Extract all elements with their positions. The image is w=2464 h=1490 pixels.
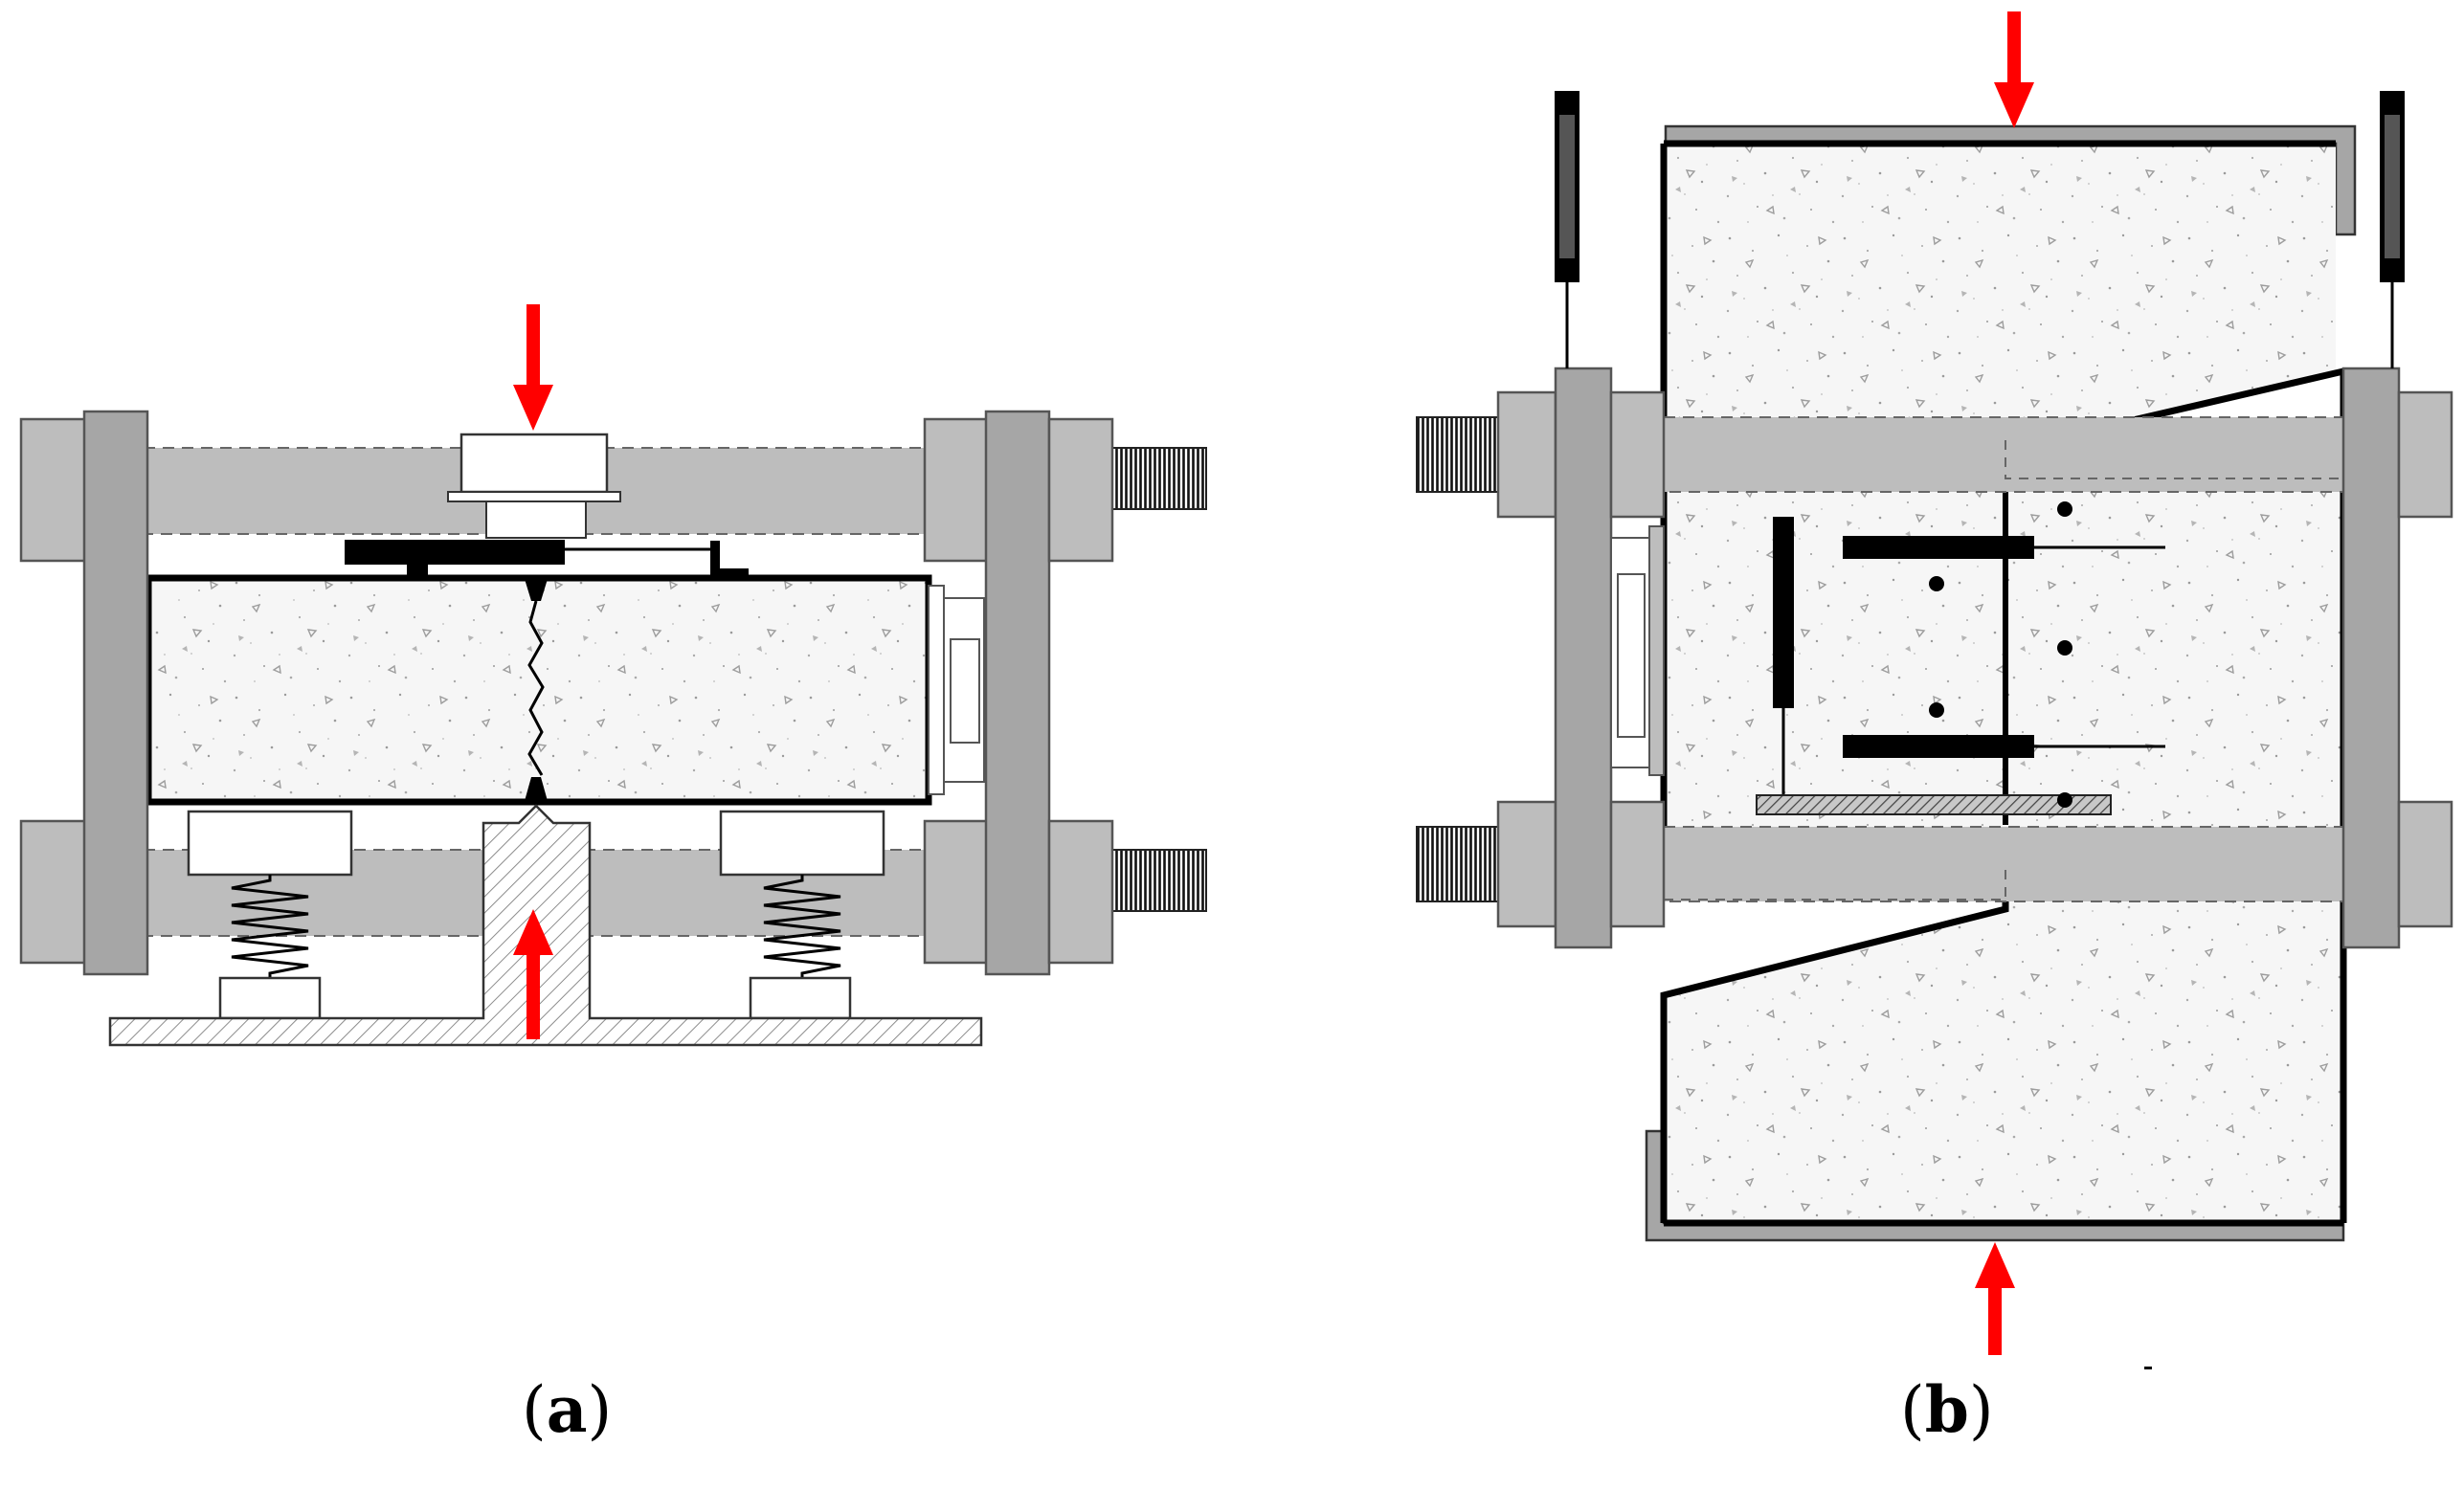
bottom-notch	[525, 777, 548, 801]
caption-a-close: )	[587, 1373, 613, 1447]
right-nut-top-inner	[923, 417, 990, 563]
lower-rod-hidden-edge	[1664, 866, 2006, 901]
top-load-block	[459, 433, 609, 494]
left-nut-bottom	[19, 819, 88, 965]
target-dot	[1929, 576, 1944, 591]
top-load-stem	[485, 500, 587, 539]
extensometer-wire	[565, 547, 720, 568]
extensometer-right-foot	[710, 568, 749, 578]
horizontal-gauge-top	[1843, 536, 2034, 559]
load-arrow-bottom-a-icon	[513, 909, 553, 1039]
b-left-end-plate	[1554, 367, 1613, 949]
b-left-nut-top	[1496, 390, 1557, 519]
lvdt-right-icon	[2380, 91, 2405, 368]
left-end-plate	[82, 410, 149, 976]
extensometer-post	[710, 541, 720, 579]
b-left-nut-bottom	[1496, 800, 1557, 928]
caption-a: (a)	[522, 1378, 612, 1442]
upper-rod-b	[1663, 416, 2344, 493]
left-spring-icon	[231, 875, 309, 980]
b-right-nut-top	[2397, 390, 2453, 519]
load-arrow-bottom-b-icon	[1975, 1242, 2015, 1355]
b-load-cell-core	[1617, 573, 1646, 738]
left-nut-top	[19, 417, 88, 563]
concrete-beam	[145, 574, 932, 806]
right-end-plate	[984, 410, 1051, 976]
caption-b-close: )	[1968, 1373, 1994, 1447]
horizontal-gauge-bottom	[1843, 735, 2034, 758]
target-dot	[2057, 640, 2072, 656]
load-arrow-top-b-icon	[1994, 11, 2034, 128]
caption-b-open: (	[1900, 1373, 1925, 1447]
upper-rod-hidden-edge	[2005, 440, 2343, 479]
caption-b: (b)	[1900, 1378, 1994, 1442]
load-cell-plate	[928, 585, 945, 795]
vertical-gauge	[1773, 517, 1794, 708]
left-spring-base	[218, 976, 322, 1020]
top-load-base	[447, 491, 621, 502]
right-nut-top-outer	[1047, 417, 1114, 563]
panel-a	[19, 304, 1207, 1047]
left-support-block	[187, 810, 353, 877]
extensometer-foot	[407, 563, 428, 578]
target-dot	[2057, 792, 2072, 808]
extensometer-bar	[345, 540, 565, 565]
stray-mark	[2144, 1367, 2152, 1369]
right-support-block	[719, 810, 885, 877]
target-dot	[1929, 702, 1944, 718]
right-nut-bottom-inner	[923, 819, 990, 965]
thread-lower-left	[1416, 826, 1499, 902]
crack-line	[527, 600, 545, 776]
reference-bar	[1756, 794, 2112, 815]
caption-a-open: (	[522, 1373, 547, 1447]
thread-bottom-right	[1109, 849, 1207, 912]
lvdt-left-icon	[1555, 91, 1579, 368]
thread-upper-left	[1416, 416, 1499, 493]
base-platen	[108, 804, 983, 1047]
load-arrow-top-a-icon	[513, 304, 553, 431]
b-left-nut-top-inner	[1609, 390, 1666, 519]
panel-b	[1416, 11, 2453, 1369]
b-load-cell-plate	[1648, 525, 1665, 776]
right-nut-bottom-outer	[1047, 819, 1114, 965]
target-dot	[2057, 501, 2072, 517]
b-right-nut-bottom	[2397, 800, 2453, 928]
thread-top-right	[1109, 447, 1207, 510]
right-spring-base	[749, 976, 852, 1020]
specimen-upper	[1664, 144, 2336, 478]
caption-b-letter: b	[1924, 1372, 1969, 1447]
specimen-lower	[1664, 861, 2343, 1223]
right-spring-icon	[763, 875, 841, 980]
lower-rod-b	[1663, 826, 2344, 902]
b-right-end-plate	[2341, 367, 2401, 949]
top-notch	[525, 579, 548, 601]
caption-a-letter: a	[546, 1372, 588, 1447]
b-left-nut-bottom-inner	[1609, 800, 1666, 928]
load-cell-core	[950, 638, 980, 744]
